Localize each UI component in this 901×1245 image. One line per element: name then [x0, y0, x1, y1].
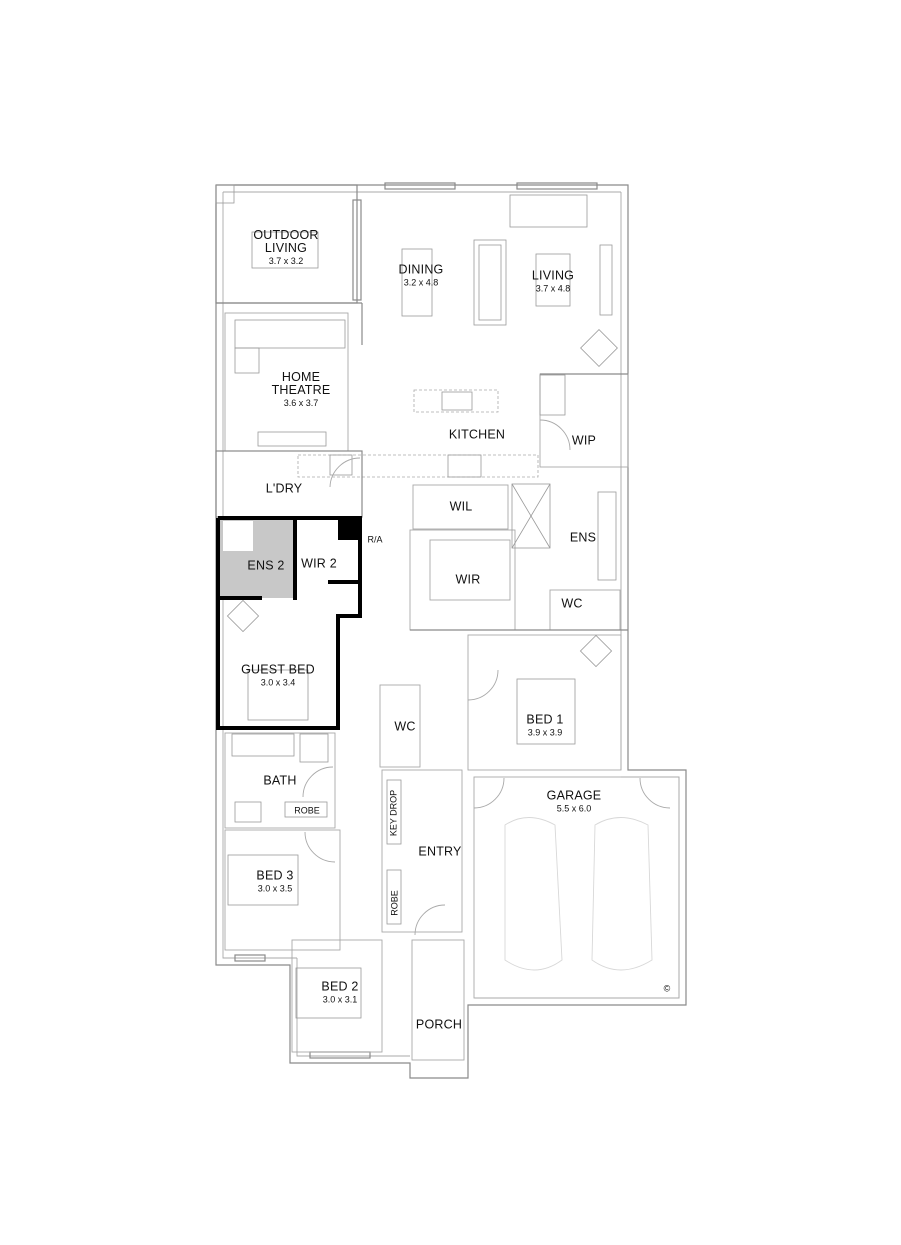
bed1-area [467, 634, 622, 771]
master-suite-walls [409, 483, 628, 631]
room-kitchen: KITCHEN [448, 427, 506, 442]
room-ens: ENS [569, 530, 597, 545]
robe-bath: ROBE [294, 805, 320, 816]
room-wir2: WIR 2 [301, 556, 337, 571]
room-guest-bed: GUEST BED 3.0 x 3.4 [241, 662, 315, 688]
guest-suite-highlight [216, 516, 362, 730]
room-wc: WC [394, 719, 416, 734]
dining-living-furniture [401, 194, 618, 367]
robe-entry: ROBE [389, 890, 400, 916]
room-ens2: ENS 2 [247, 558, 285, 573]
room-bath: BATH [263, 773, 297, 788]
room-home-theatre: HOME THEATRE 3.6 x 3.7 [271, 370, 331, 409]
entry-area [379, 684, 463, 936]
room-bed1: BED 1 3.9 x 3.9 [526, 712, 564, 738]
room-porch: PORCH [415, 1017, 463, 1032]
room-bed3: BED 3 3.0 x 3.5 [256, 868, 294, 894]
room-wip: WIP [571, 433, 597, 448]
room-entry: ENTRY [418, 844, 462, 859]
room-dining: DINING 3.2 x 4.8 [398, 262, 444, 288]
room-garage: GARAGE 5.5 x 6.0 [546, 788, 602, 814]
key-drop: KEY DROP [388, 789, 399, 837]
room-wir: WIR [455, 572, 481, 587]
room-wil: WIL [449, 499, 473, 514]
room-living: LIVING 3.7 x 4.8 [531, 268, 575, 294]
room-laundry: L'DRY [265, 481, 303, 496]
kitchen-area [297, 373, 629, 478]
copyright-icon: © [663, 983, 671, 994]
garage-area [473, 776, 680, 999]
return-air-label: R/A [367, 534, 383, 545]
room-ens-wc: WC [561, 596, 583, 611]
room-bed2: BED 2 3.0 x 3.1 [321, 979, 359, 1005]
secondary-bedrooms [224, 732, 465, 1061]
room-outdoor-living: OUTDOOR LIVING 3.7 x 3.2 [253, 228, 319, 267]
